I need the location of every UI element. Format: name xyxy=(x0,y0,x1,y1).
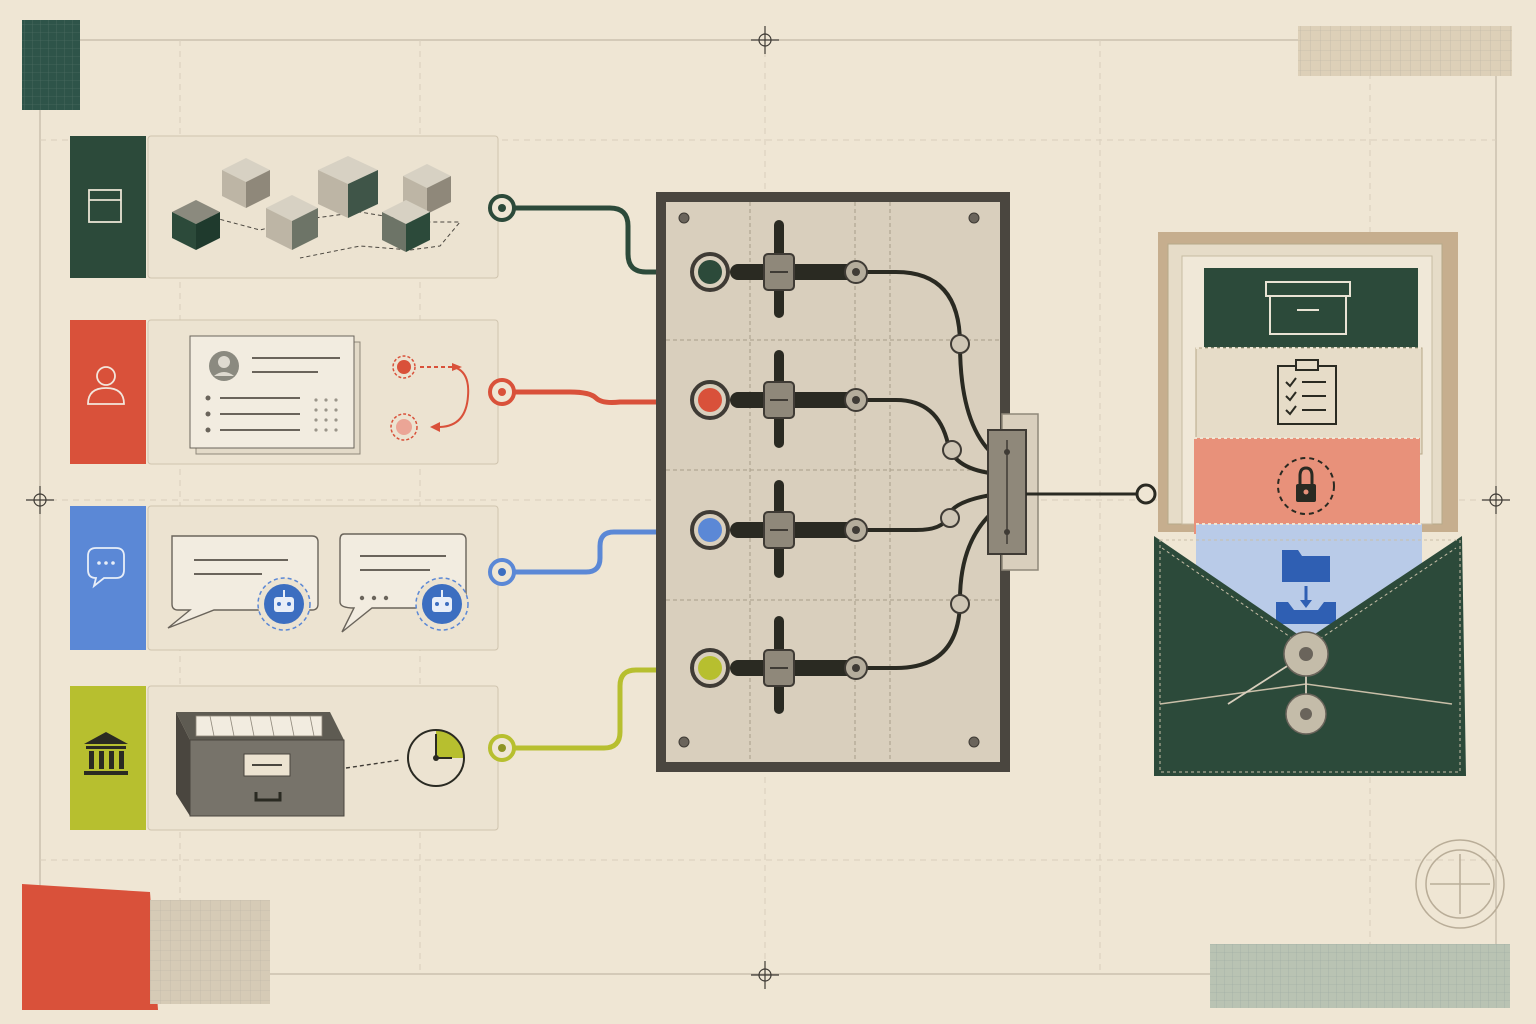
panel-screw xyxy=(678,212,980,748)
chat-bubble-illustration xyxy=(167,535,319,631)
switch-channel-2[interactable] xyxy=(690,380,868,420)
switch-panel xyxy=(656,192,1039,772)
archive-envelope xyxy=(1154,232,1466,776)
clock-icon xyxy=(407,729,465,787)
chat-bubble-icon xyxy=(87,547,125,589)
postmark-stamp xyxy=(1415,839,1505,929)
folder-download-icon xyxy=(1276,550,1336,624)
cube xyxy=(172,200,220,250)
wire-lime xyxy=(514,667,662,751)
clipboard-checklist-icon xyxy=(1277,359,1337,425)
profile-card-illustration xyxy=(189,335,361,455)
padlock-icon xyxy=(1277,457,1335,515)
switch-channel-3[interactable] xyxy=(690,510,868,550)
wire-red xyxy=(514,389,662,405)
corner-tape-top-left xyxy=(22,20,80,110)
row4-color-tab xyxy=(70,686,146,830)
cube xyxy=(318,156,378,218)
string-clasp[interactable] xyxy=(1227,631,1329,735)
bot-icon xyxy=(257,577,311,631)
registration-mark-top xyxy=(751,26,779,54)
file-drawer-illustration xyxy=(176,712,345,817)
sync-cycle-icon xyxy=(390,355,470,441)
registration-mark-right xyxy=(1482,486,1510,514)
switch-channel-1[interactable] xyxy=(690,252,868,292)
institution-building-icon xyxy=(84,732,128,775)
wire-blue xyxy=(514,529,662,575)
person-icon xyxy=(87,366,125,405)
merge-joint xyxy=(940,334,970,614)
registration-mark-left xyxy=(26,486,54,514)
box-outline-icon xyxy=(88,189,122,223)
row1-color-tab xyxy=(70,136,146,278)
switch-channel-4[interactable] xyxy=(690,648,868,688)
input-row-1 xyxy=(70,135,516,279)
corner-tape-bottom-left xyxy=(22,884,270,1010)
input-row-4 xyxy=(70,685,516,831)
folder-tab-security[interactable] xyxy=(1194,437,1420,534)
row2-color-tab xyxy=(70,320,146,464)
cube xyxy=(222,158,270,208)
corner-tape-bottom-right xyxy=(1210,944,1510,1008)
output-node[interactable] xyxy=(1135,483,1157,505)
folder-tab-checklist[interactable] xyxy=(1195,347,1423,455)
modular-blocks-illustration xyxy=(172,156,462,259)
corner-tape-top-right xyxy=(1298,26,1512,76)
output-wire xyxy=(1026,483,1157,505)
registration-mark-bottom xyxy=(751,961,779,989)
wire-green xyxy=(514,205,662,275)
input-row-3 xyxy=(70,505,516,651)
cube xyxy=(266,195,318,250)
folder-tab-archive[interactable] xyxy=(1204,268,1418,360)
bot-icon xyxy=(415,577,469,631)
input-row-2 xyxy=(70,319,516,465)
reply-bubble-illustration xyxy=(339,533,469,633)
cube xyxy=(382,200,430,252)
archive-box-icon xyxy=(1265,281,1351,335)
output-coupler[interactable] xyxy=(987,413,1039,571)
